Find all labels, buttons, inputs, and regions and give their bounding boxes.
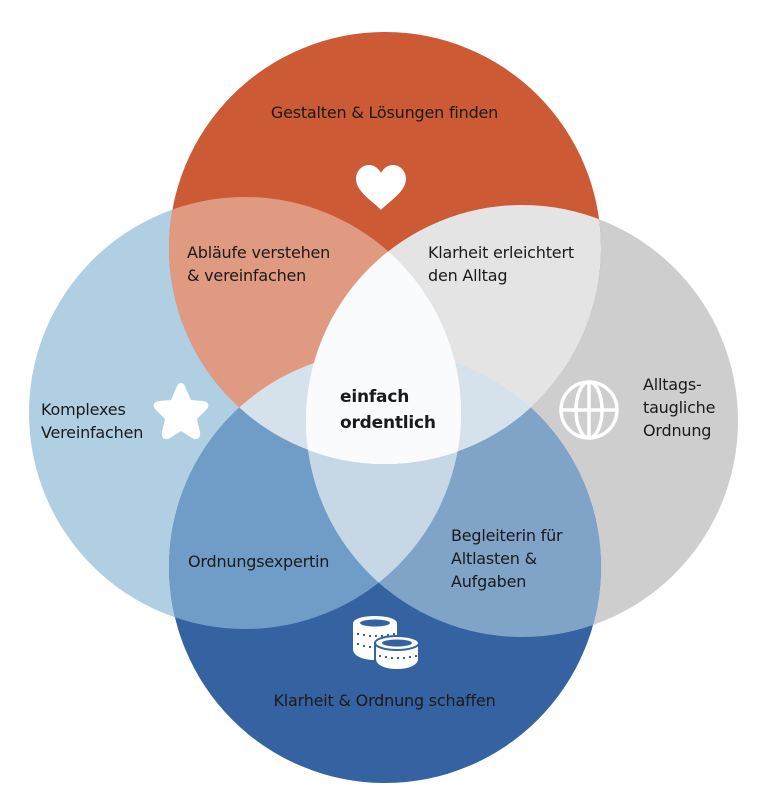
label-left-line-1: Komplexes bbox=[41, 400, 126, 419]
label-left-line-2: Vereinfachen bbox=[41, 423, 144, 442]
star-icon bbox=[153, 383, 209, 440]
label-right-line-1: Alltags- bbox=[643, 375, 702, 394]
heart-icon bbox=[356, 165, 406, 210]
label-bottom-right-line-3: Aufgaben bbox=[451, 572, 527, 591]
label-right-line-3: Ordnung bbox=[643, 421, 712, 440]
coins-icon bbox=[353, 616, 420, 672]
label-bottom-right: Begleiterin für Altlasten & Aufgaben bbox=[451, 524, 563, 593]
label-top-right: Klarheit erleichtert den Alltag bbox=[428, 241, 574, 287]
label-center-line-1: einfach bbox=[340, 387, 410, 407]
label-top-left-line-1: Abläufe verstehen bbox=[187, 243, 331, 262]
label-left: Komplexes Vereinfachen bbox=[41, 398, 143, 444]
label-bottom-right-line-1: Begleiterin für bbox=[451, 526, 563, 545]
label-bottom-line: Klarheit & Ordnung schaffen bbox=[273, 691, 496, 710]
label-bottom: Klarheit & Ordnung schaffen bbox=[0, 689, 769, 712]
label-top-line: Gestalten & Lösungen finden bbox=[270, 103, 499, 122]
label-top-left-line-2: & vereinfachen bbox=[187, 266, 307, 285]
label-bottom-right-line-2: Altlasten & bbox=[451, 549, 537, 568]
label-top-left: Abläufe verstehen & vereinfachen bbox=[187, 241, 330, 287]
label-right-line-2: taugliche bbox=[643, 398, 716, 417]
globe-icon bbox=[559, 380, 619, 440]
label-center: einfach ordentlich bbox=[340, 384, 436, 436]
label-bottom-left-line: Ordnungsexpertin bbox=[188, 552, 330, 571]
label-bottom-left: Ordnungsexpertin bbox=[188, 550, 329, 573]
label-top-right-line-2: den Alltag bbox=[428, 266, 508, 285]
label-top-right-line-1: Klarheit erleichtert bbox=[428, 243, 574, 262]
label-right: Alltags- taugliche Ordnung bbox=[643, 373, 715, 442]
label-top: Gestalten & Lösungen finden bbox=[0, 101, 769, 124]
label-center-line-2: ordentlich bbox=[340, 413, 436, 433]
